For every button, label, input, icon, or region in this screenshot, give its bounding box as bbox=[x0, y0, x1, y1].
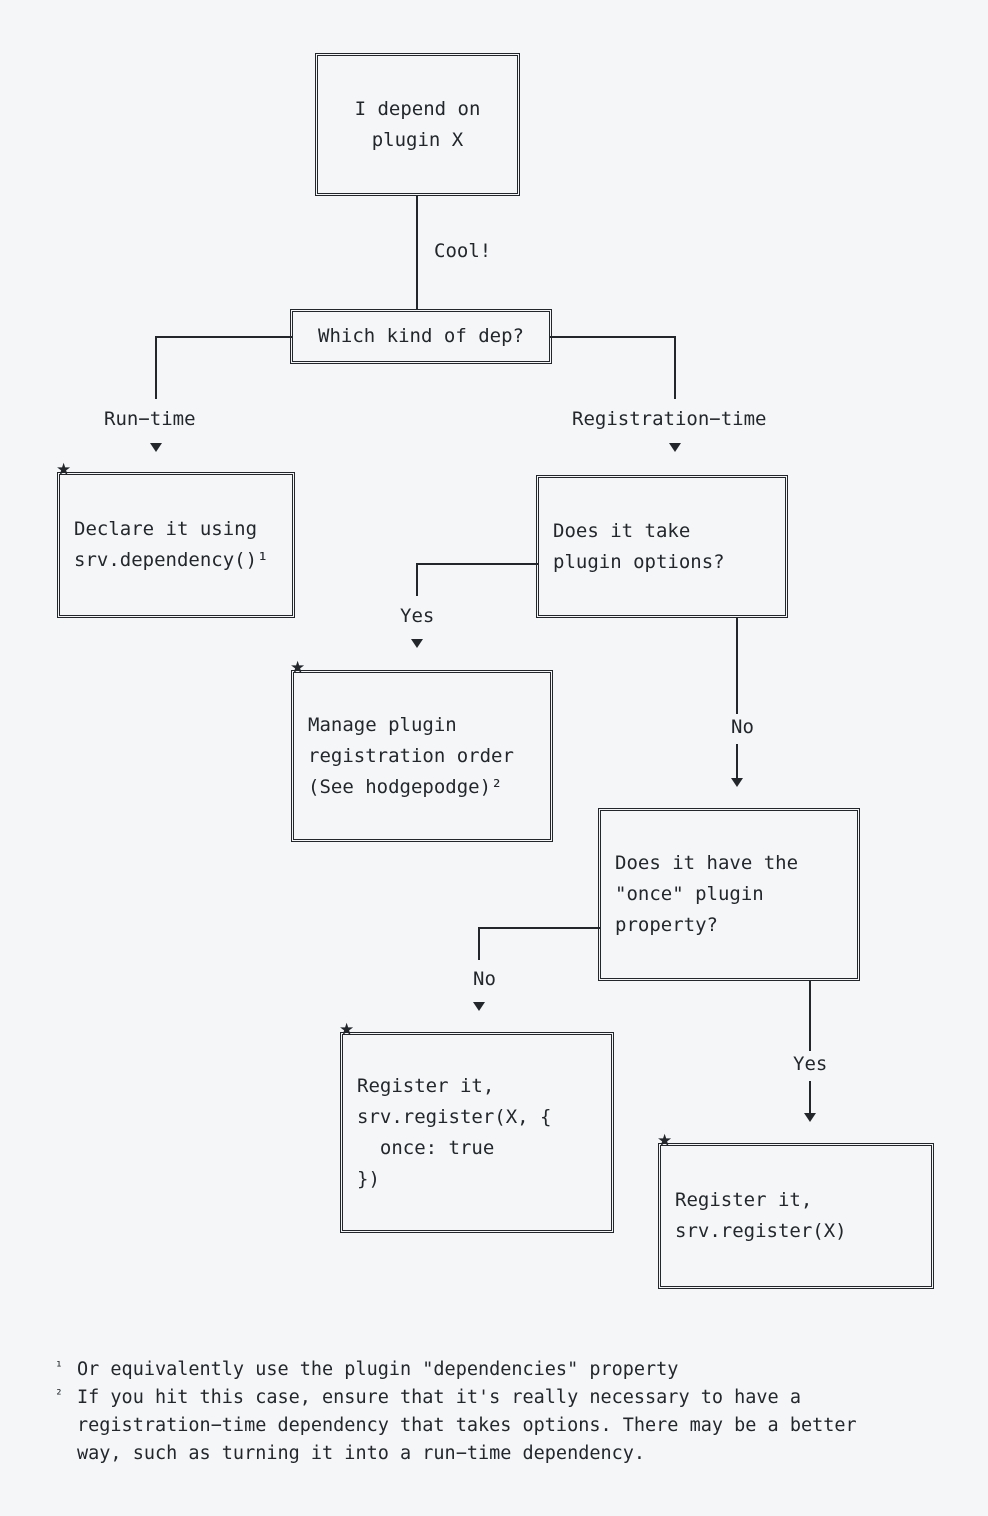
star-icon: ★ bbox=[290, 658, 306, 678]
node-once-property[interactable]: Does it have the "once" plugin property? bbox=[598, 808, 860, 981]
edge-opts-no-v2 bbox=[736, 744, 738, 778]
footnote-2-text: If you hit this case, ensure that it's r… bbox=[77, 1387, 857, 1464]
node-once-property-label: Does it have the "once" plugin property? bbox=[615, 852, 799, 936]
footnote-1-marker: ¹ bbox=[55, 1360, 63, 1375]
node-takes-options-label: Does it take plugin options? bbox=[553, 519, 725, 573]
edge-regtime-v bbox=[674, 336, 676, 399]
edge-once-yes-arrowhead bbox=[804, 1113, 816, 1122]
edge-opts-yes-label: Yes bbox=[396, 606, 439, 627]
node-register-plain-label: Register it, srv.register(X) bbox=[675, 1189, 847, 1242]
edge-opts-yes-h bbox=[416, 563, 538, 565]
edge-runtime-label: Run−time bbox=[100, 409, 200, 430]
edge-runtime-h bbox=[155, 336, 292, 338]
node-manage-order-label: Manage plugin registration order (See ho… bbox=[308, 713, 514, 798]
edge-opts-no-label: No bbox=[727, 717, 758, 738]
node-takes-options[interactable]: Does it take plugin options? bbox=[536, 475, 788, 618]
edge-opts-no-arrowhead bbox=[731, 778, 743, 787]
edge-once-no-arrowhead bbox=[473, 1002, 485, 1011]
edge-opts-yes-arrowhead bbox=[411, 639, 423, 648]
footnote-2-marker: ² bbox=[55, 1388, 63, 1403]
edge-once-yes-v2 bbox=[809, 1081, 811, 1113]
edge-once-yes-v1 bbox=[809, 981, 811, 1051]
star-icon: ★ bbox=[339, 1020, 355, 1040]
edge-cool-line bbox=[416, 196, 418, 309]
node-declare-label: Declare it using srv.dependency()¹ bbox=[74, 518, 269, 571]
star-icon: ★ bbox=[56, 460, 72, 480]
edge-once-no-h bbox=[478, 927, 600, 929]
node-register-once[interactable]: ★ Register it, srv.register(X, { once: t… bbox=[339, 1022, 614, 1233]
edge-runtime-arrowhead bbox=[150, 443, 162, 452]
edge-runtime-v bbox=[155, 336, 157, 399]
edge-once-yes-label: Yes bbox=[789, 1054, 832, 1075]
star-icon: ★ bbox=[657, 1131, 673, 1151]
footnote-1-text: Or equivalently use the plugin "dependen… bbox=[77, 1359, 679, 1380]
edge-regtime-h bbox=[550, 336, 675, 338]
edge-cool-label: Cool! bbox=[430, 241, 496, 262]
node-register-plain[interactable]: ★ Register it, srv.register(X) bbox=[657, 1133, 934, 1289]
node-which-kind[interactable]: Which kind of dep? bbox=[290, 309, 552, 364]
footnote-1: ¹ Or equivalently use the plugin "depend… bbox=[55, 1356, 955, 1384]
node-manage-order[interactable]: ★ Manage plugin registration order (See … bbox=[290, 660, 553, 842]
node-start-label: I depend on plugin X bbox=[354, 97, 481, 151]
node-start[interactable]: I depend on plugin X bbox=[315, 53, 520, 196]
footnotes: ¹ Or equivalently use the plugin "depend… bbox=[55, 1356, 955, 1468]
node-declare[interactable]: ★ Declare it using srv.dependency()¹ bbox=[56, 462, 295, 618]
edge-regtime-label: Registration−time bbox=[568, 409, 771, 430]
node-register-once-label: Register it, srv.register(X, { once: tru… bbox=[357, 1074, 552, 1190]
edge-opts-yes-v bbox=[416, 563, 418, 596]
edge-once-no-label: No bbox=[469, 969, 500, 990]
footnote-2: ² If you hit this case, ensure that it's… bbox=[55, 1384, 955, 1468]
edge-opts-no-v1 bbox=[736, 618, 738, 714]
edge-once-no-v bbox=[478, 927, 480, 960]
edge-regtime-arrowhead bbox=[669, 443, 681, 452]
node-which-kind-label: Which kind of dep? bbox=[318, 325, 524, 347]
